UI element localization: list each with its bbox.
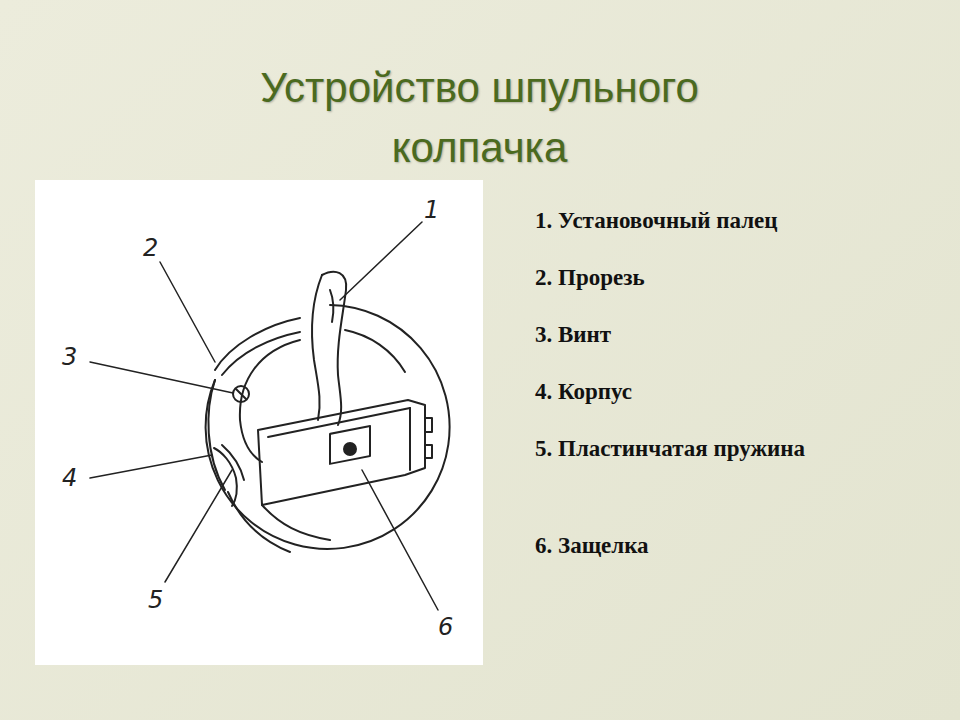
legend-item: 3. Винт [535,317,832,353]
case-lower [262,505,330,540]
screw [233,386,249,402]
slot [222,332,300,375]
screw-slot [236,389,246,399]
leader-line [90,455,212,478]
legend-item: 5. Пластинчатая пружина [535,431,832,467]
finger-right [322,272,346,425]
latch-window [330,426,370,464]
legend-item: 1. Установочный палец [535,203,832,239]
finger-groove [330,290,333,322]
leader-line [362,470,438,610]
picture-panel [35,180,483,665]
latch-plate [258,400,425,505]
callout-number: 5 [148,588,163,612]
plate-spring-inner [222,445,244,480]
case-body [206,305,450,549]
legend-item: 2. Прорезь [535,260,832,296]
latch-hinge-knuckles [425,418,432,458]
leader-lines [90,222,438,610]
inner-opening [240,340,300,462]
case-rim [208,380,225,490]
finger-left [312,275,322,420]
inner-rim [345,330,405,372]
callout-number: 1 [424,198,439,222]
legend-item: 6. Защелка [535,528,832,564]
callout-number: 4 [62,466,77,490]
leader-line [90,362,233,393]
leader-line [165,470,232,582]
leader-line [340,222,422,300]
latch-hinge [409,408,411,470]
leader-line [160,262,215,362]
legend-item: 4. Корпус [535,374,832,410]
callout-number: 3 [62,345,77,369]
latch-pin [344,443,356,455]
callout-number: 6 [438,615,453,639]
slide-title: Устройство шпульного колпачка [257,58,702,178]
callout-number: 2 [143,236,158,260]
